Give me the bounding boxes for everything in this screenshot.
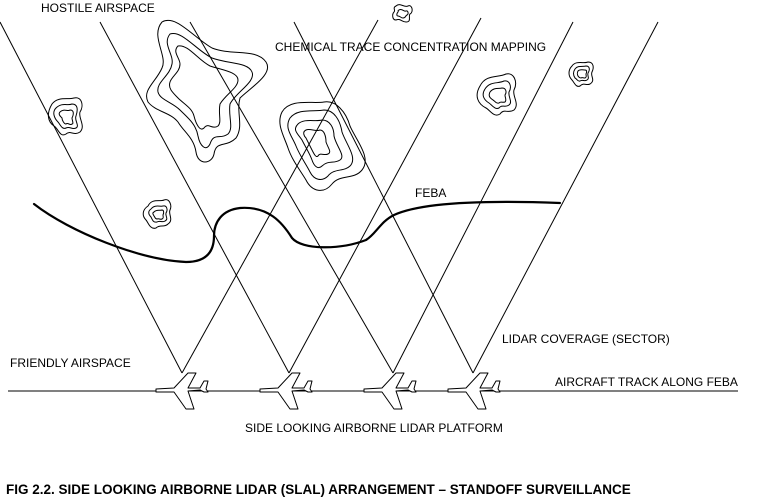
lidar-coverage-label: LIDAR COVERAGE (SECTOR) [502, 332, 670, 346]
chemical-plumes [48, 5, 593, 229]
chemical-plume-icon [147, 20, 268, 162]
chemical-trace-label: CHEMICAL TRACE CONCENTRATION MAPPING [275, 40, 546, 54]
chemical-plume-icon [48, 98, 82, 135]
figure-caption: FIG 2.2. SIDE LOOKING AIRBORNE LIDAR (SL… [6, 482, 631, 497]
chemical-plume-icon [280, 102, 365, 191]
friendly-airspace-label: FRIENDLY AIRSPACE [10, 356, 131, 370]
platform-label: SIDE LOOKING AIRBORNE LIDAR PLATFORM [245, 421, 503, 435]
chemical-plume-icon [143, 200, 171, 229]
aircraft-track-label: AIRCRAFT TRACK ALONG FEBA [555, 375, 738, 389]
sector-3-left-edge [190, 22, 393, 373]
sector-2-left-edge [100, 22, 289, 373]
feba-line [34, 202, 560, 262]
hostile-airspace-label: HOSTILE AIRSPACE [41, 1, 155, 15]
sector-2-right-edge [289, 18, 481, 373]
chemical-plume-icon [569, 62, 593, 86]
chemical-plume-icon [477, 74, 516, 115]
lidar-coverage-sectors [0, 18, 658, 373]
feba-label: FEBA [415, 186, 446, 200]
chemical-plume-icon [393, 5, 412, 22]
sector-1-left-edge [0, 22, 182, 373]
sector-1-right-edge [182, 20, 378, 373]
sector-4-right-edge [473, 22, 658, 373]
